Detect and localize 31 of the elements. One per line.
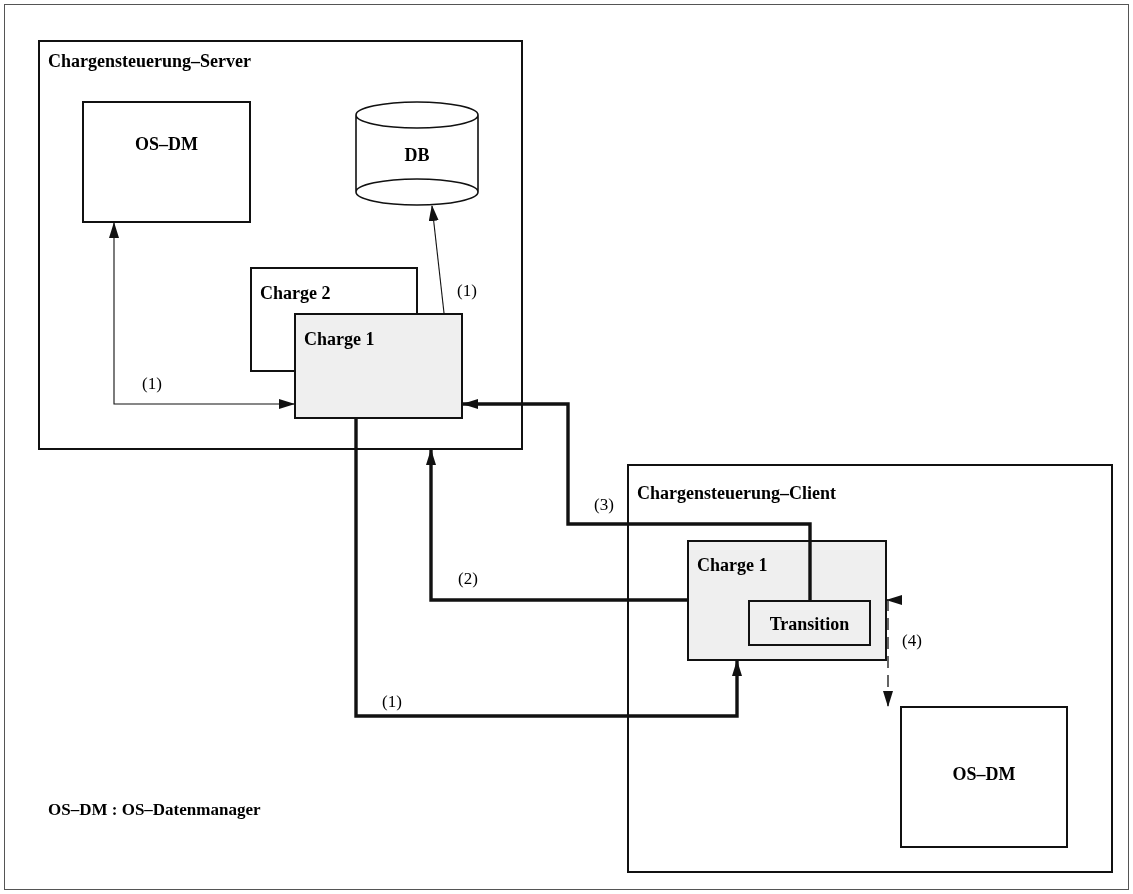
process-box (748, 600, 871, 646)
edge-label: (4) (900, 631, 924, 649)
node-label: Charge 2 (260, 284, 331, 302)
edge-label: (1) (380, 692, 404, 710)
node-label: Transition (769, 615, 850, 633)
node-label: Charge 1 (304, 330, 375, 348)
arrow (428, 205, 445, 314)
arrow (883, 595, 902, 707)
database-cylinder (355, 101, 479, 206)
container-title: Chargensteuerung–Client (637, 484, 836, 502)
process-box (900, 706, 1068, 848)
arrow (354, 419, 742, 718)
node-label: Charge 1 (697, 556, 768, 574)
edge-label: (1) (140, 374, 164, 392)
arrow (426, 449, 687, 602)
edge-label: (1) (455, 281, 479, 299)
legend-note: OS–DM : OS–Datenmanager (48, 800, 261, 820)
edge-label: (3) (592, 495, 616, 513)
process-box (687, 540, 887, 661)
edge-label: (2) (456, 569, 480, 587)
process-box (294, 313, 463, 419)
container-title: Chargensteuerung–Server (48, 52, 251, 70)
process-box (82, 101, 251, 223)
server-container (38, 40, 523, 450)
client-container (627, 464, 1113, 873)
arrow (109, 222, 295, 409)
process-box (250, 267, 418, 313)
arrow (462, 399, 812, 600)
node-label: OS–DM (952, 765, 1016, 783)
node-label: DB (404, 146, 430, 164)
node-label: OS–DM (135, 135, 198, 153)
